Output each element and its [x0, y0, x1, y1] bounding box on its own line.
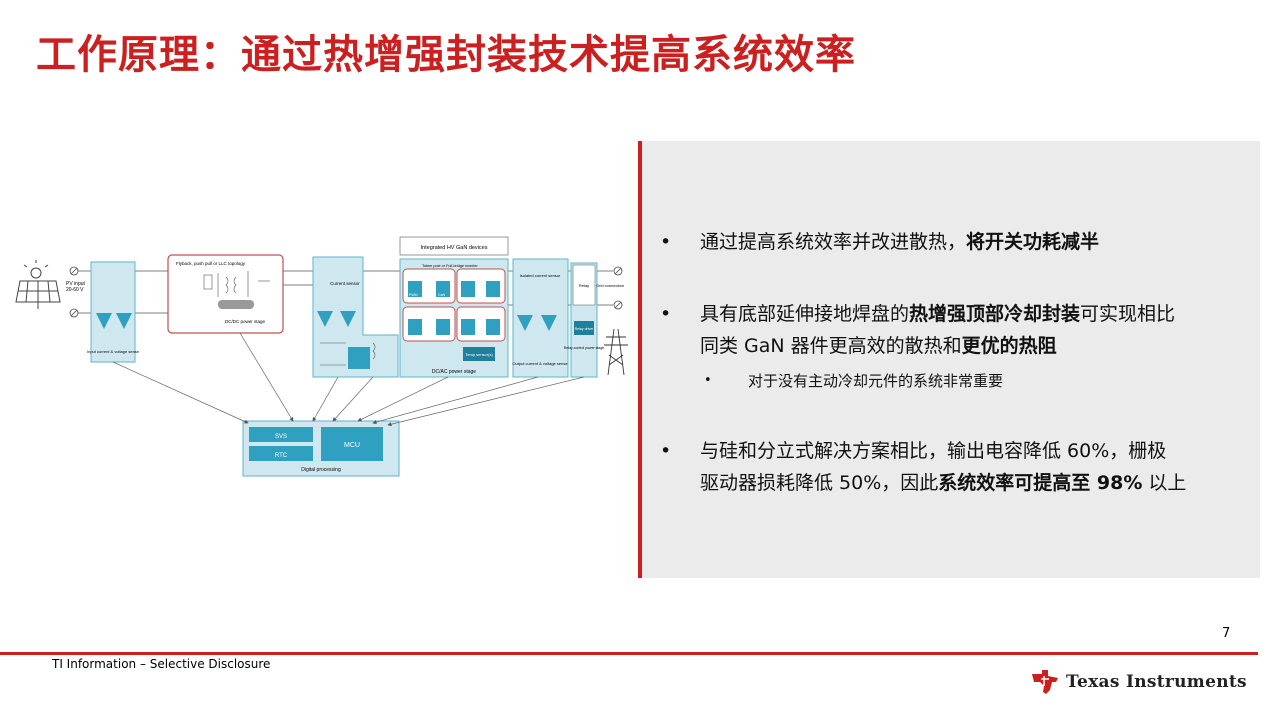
- integrated-hv-label: Integrated HV GaN devices: [421, 245, 488, 251]
- bullet-dot: •: [660, 440, 672, 462]
- bullet-dot: •: [660, 303, 672, 325]
- pwm-label: PWM: [409, 293, 418, 297]
- flyback-label: Flyback, push pull or LLC topology: [176, 261, 246, 266]
- dcdc-block: Flyback, push pull or LLC topology DC/DC…: [167, 254, 284, 334]
- pv-range-label: 20-60 V: [66, 287, 84, 293]
- footer-disclosure: TI Information – Selective Disclosure: [52, 657, 271, 671]
- relay-control-label: Relay control power stage: [564, 346, 605, 350]
- temp-sensor-label: Temp sensor(s): [465, 352, 493, 357]
- digital-processing-block: SVS RTC MCU Digital processing: [242, 420, 400, 477]
- dcac-block: Integrated HV GaN devices Totem pole or …: [399, 236, 509, 378]
- ti-state-icon: [1032, 670, 1058, 694]
- input-sense-block: Input current & voltage sense: [87, 261, 140, 363]
- footer-divider: [0, 652, 1258, 655]
- current-sensor-block: Current sensor: [312, 256, 399, 378]
- gan-label: GaN: [438, 293, 446, 297]
- transmission-tower-icon: [604, 328, 628, 376]
- relay-driver-label: Relay driver: [575, 327, 595, 331]
- solar-panel-icon: [15, 260, 61, 309]
- relay-block: Relay Relay driver Relay control power s…: [564, 262, 605, 378]
- digital-label: Digital processing: [301, 467, 341, 473]
- solar-inverter-block-diagram: PV input 20-60 V Input current & voltage…: [15, 236, 628, 477]
- input-sense-label: Input current & voltage sense: [87, 349, 140, 354]
- output-sense-label: Output current & voltage sense: [512, 361, 568, 366]
- key-points-panel: • 通过提高系统效率并改进散热，将开关功耗减半 • 具有底部延伸接地焊盘的热增强…: [638, 141, 1260, 578]
- mcu-label: MCU: [344, 442, 360, 449]
- output-sense-block: Isolated current sensor Output current &…: [512, 258, 569, 378]
- svs-label: SVS: [275, 434, 287, 440]
- gan-half-bridge-top: PWM GaN: [402, 268, 506, 304]
- ti-logo: Texas Instruments: [1030, 668, 1247, 696]
- logo-text: Texas Instruments: [1066, 672, 1247, 692]
- dcac-label: DC/AC power stage: [432, 369, 476, 375]
- isolated-sensor-label: Isolated current sensor: [520, 273, 561, 278]
- control-arrows: [112, 332, 585, 427]
- page-title: 工作原理：通过热增强封装技术提高系统效率: [36, 31, 856, 78]
- dcdc-label: DC/DC power stage: [225, 319, 266, 324]
- totem-pole-label: Totem pole or Full-bridge inverter: [422, 264, 478, 268]
- sub-bullet-dot: •: [704, 373, 712, 388]
- current-sensor-label: Current sensor: [330, 281, 360, 286]
- pv-input-label: PV input: [66, 281, 86, 287]
- bullet-dot: •: [660, 231, 672, 253]
- output-terminal-icons: [613, 266, 623, 310]
- page-number: 7: [1222, 626, 1231, 641]
- relay-label: Relay: [579, 283, 589, 288]
- gan-half-bridge-bottom: [402, 306, 506, 342]
- rtc-label: RTC: [275, 453, 288, 459]
- grid-label: Grid connection: [596, 283, 624, 288]
